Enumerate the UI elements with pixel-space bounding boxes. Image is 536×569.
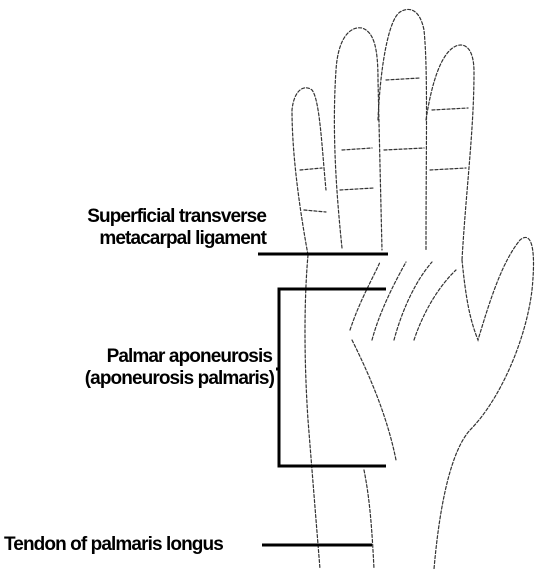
aponeurosis-label-line1: Palmar aponeurosis <box>85 346 272 368</box>
aponeurosis-label-line2: (aponeurosis palmaris) <box>85 368 274 390</box>
transverse-label-line2: metacarpal ligament <box>87 228 266 250</box>
transverse-label-line1: Superficial transverse <box>87 206 266 228</box>
palmar-aponeurosis-label: Palmar aponeurosis (aponeurosis palmaris… <box>85 346 274 390</box>
superficial-transverse-ligament-label: Superficial transverse metacarpal ligame… <box>87 206 266 250</box>
tendon-palmaris-longus-label: Tendon of palmaris longus <box>4 534 223 556</box>
